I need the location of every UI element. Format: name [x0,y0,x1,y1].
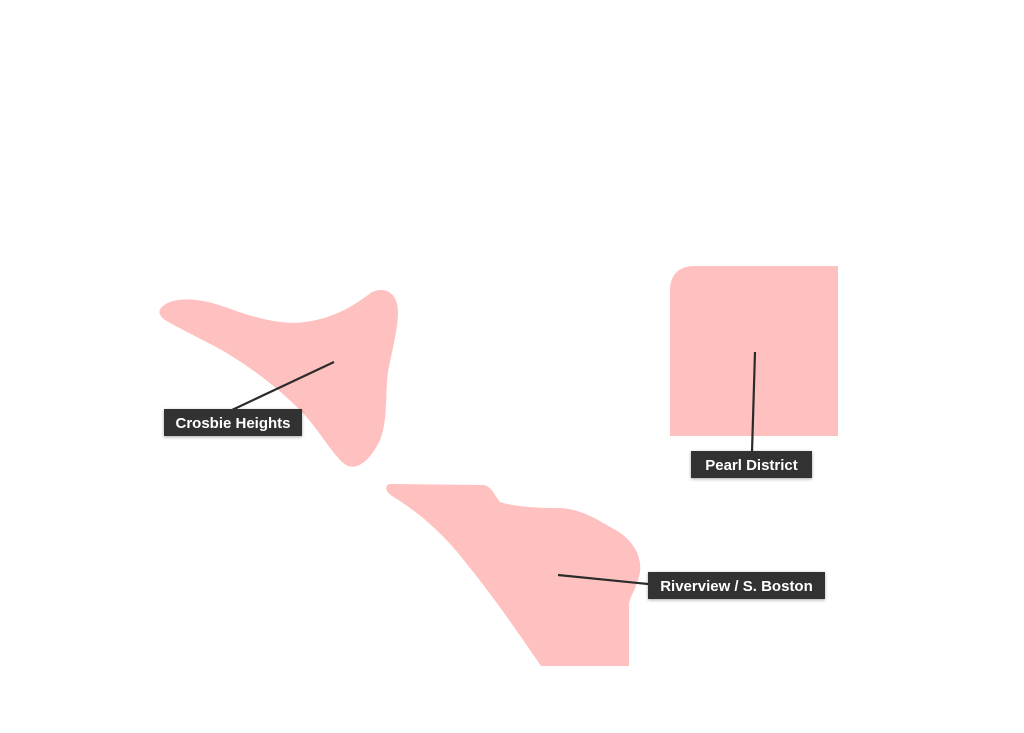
label-crosbie-heights[interactable]: Crosbie Heights [164,409,302,436]
region-pearl-district[interactable] [670,266,838,436]
label-riverview-s-boston[interactable]: Riverview / S. Boston [648,572,825,599]
region-riverview-s-boston[interactable] [386,484,641,666]
label-pearl-district-text: Pearl District [705,457,798,474]
leader-line-crosbie-heights [231,361,335,411]
leader-line-riverview-s-boston [557,573,649,586]
label-riverview-s-boston-text: Riverview / S. Boston [660,578,813,595]
label-pearl-district[interactable]: Pearl District [691,451,812,478]
region-crosbie-heights[interactable] [159,290,398,467]
leader-line-pearl-district [750,351,757,453]
label-crosbie-heights-text: Crosbie Heights [175,415,290,432]
